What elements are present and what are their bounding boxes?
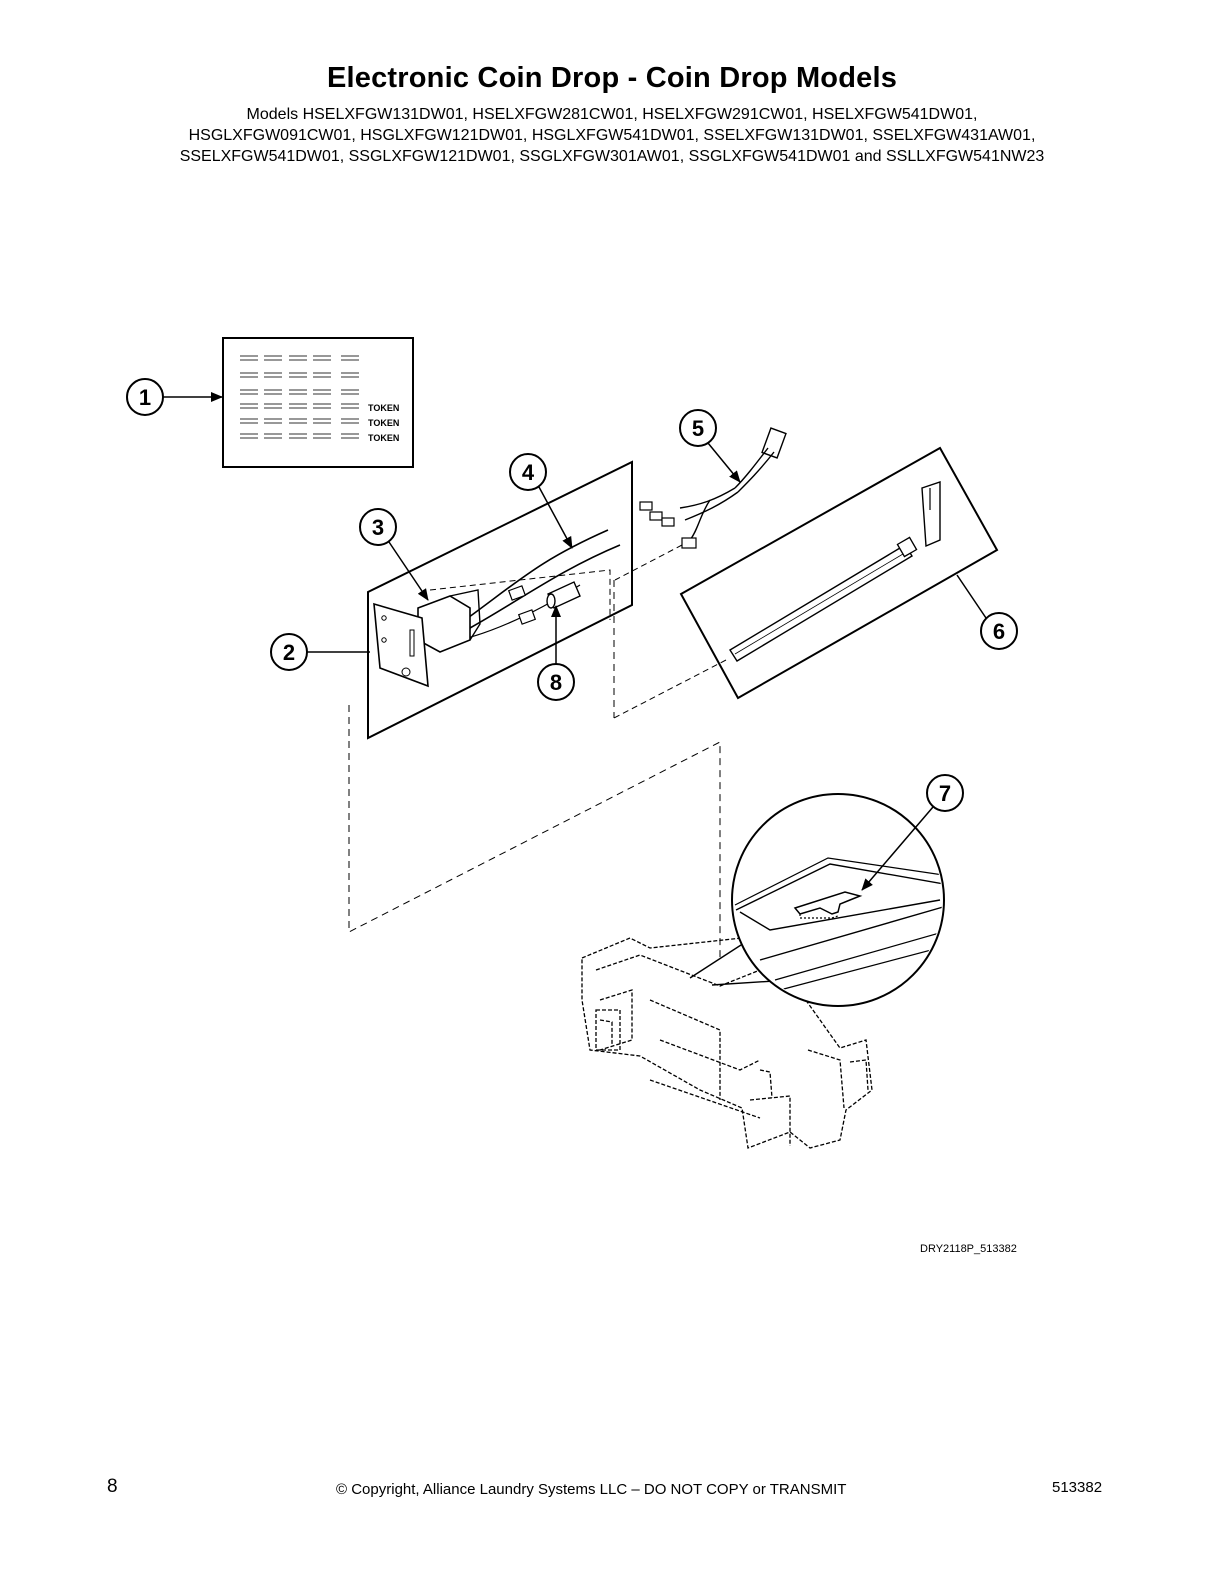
detail-magnifier [689,793,945,1007]
token-text: TOKEN [368,433,399,443]
svg-text:7: 7 [939,781,951,806]
callout-1: 1 [126,378,223,416]
page-title: Electronic Coin Drop - Coin Drop Models [326,62,898,94]
callout-8: 8 [537,605,575,701]
callout-6: 6 [956,574,1018,650]
svg-text:6: 6 [993,619,1005,644]
coin-drop-panel [367,460,633,740]
svg-text:2: 2 [283,640,295,665]
token-text: TOKEN [368,418,399,428]
model-list-line: Models HSELXFGW131DW01, HSELXFGW281CW01,… [246,106,978,123]
alignment-guides [348,580,721,958]
callout-3: 3 [359,508,429,601]
model-list-line: HSGLXFGW091CW01, HSGLXFGW121DW01, HSGLXF… [188,127,1036,144]
token-text: TOKEN [368,403,399,413]
model-list-line: SSELXFGW541DW01, SSGLXFGW121DW01, SSGLXF… [179,148,1045,165]
callout-7: 7 [861,774,964,891]
page-number: 8 [107,1476,118,1497]
page-footer: 8 © Copyright, Alliance Laundry Systems … [0,1476,1224,1506]
tie-strap-part [613,446,999,719]
svg-text:5: 5 [692,416,704,441]
callout-5: 5 [679,409,741,483]
svg-text:4: 4 [522,460,535,485]
callout-2: 2 [270,633,370,671]
model-list: Models HSELXFGW131DW01, HSELXFGW281CW01,… [0,104,1224,167]
callout-4: 4 [509,453,573,549]
document-number: 513382 [1052,1479,1103,1496]
svg-text:3: 3 [372,515,384,540]
console-frame [581,935,873,1149]
copyright-notice: © Copyright, Alliance Laundry Systems LL… [336,1481,847,1498]
token-label-part: TOKEN TOKEN TOKEN [222,337,414,468]
svg-text:1: 1 [139,385,151,410]
figure-id: DRY2118P_513382 [920,1243,1017,1255]
wire-harness-part [614,427,787,581]
svg-text:8: 8 [550,670,562,695]
